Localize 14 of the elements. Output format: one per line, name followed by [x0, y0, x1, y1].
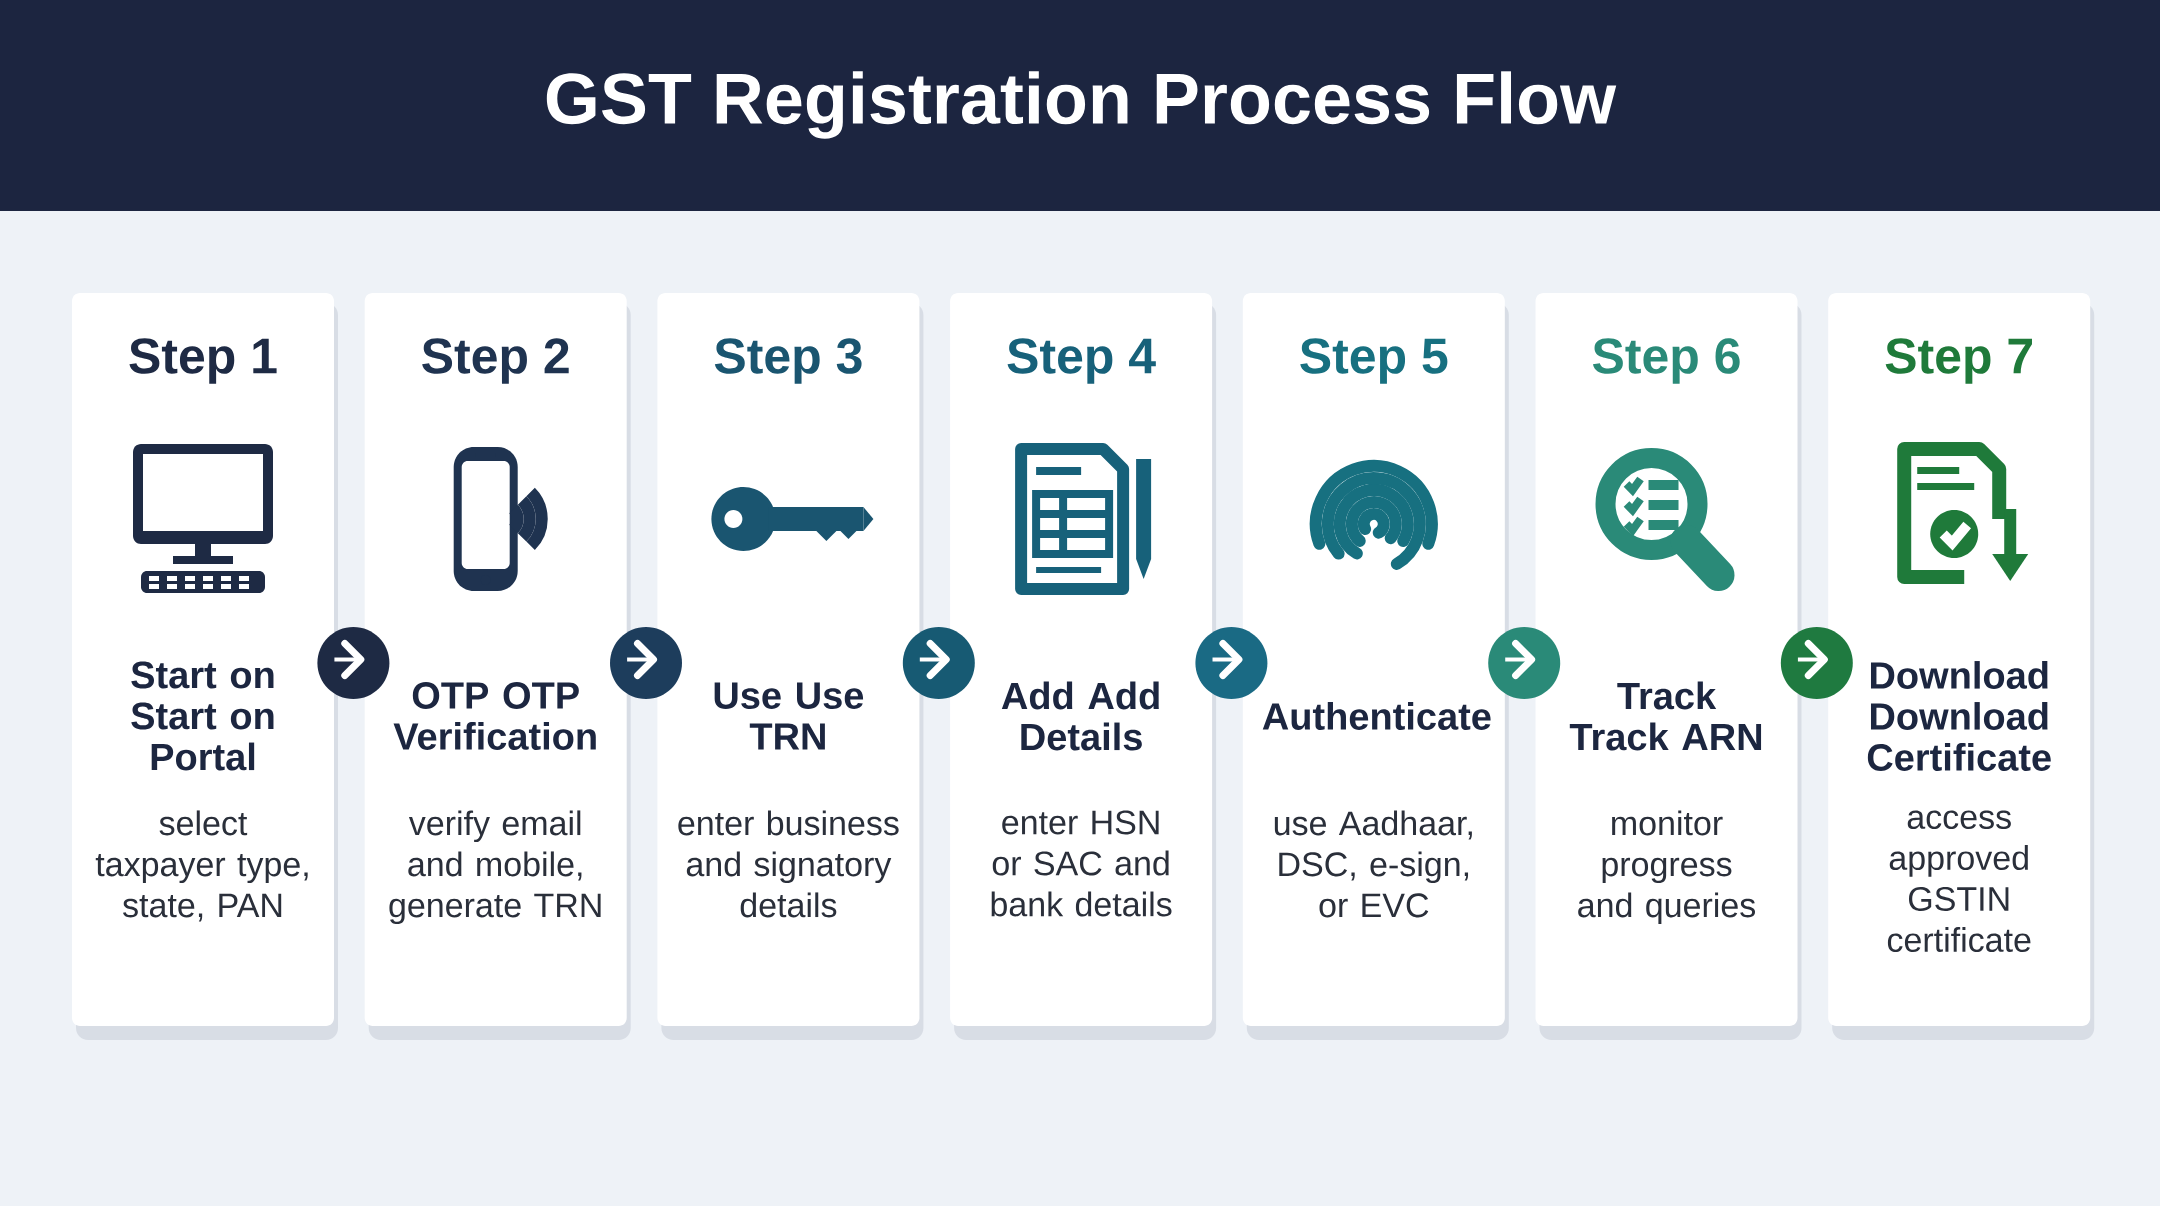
step-card: Step 6 Track Track ARN monitor progress and queries — [1535, 293, 1802, 1040]
step-card: Step 2 OTP OTP Verification verify email and mobile, generate TRN — [364, 293, 631, 1040]
step-card: Step 7 Download Download Certificate access approved GSTIN certificate — [1828, 293, 2095, 1040]
step-card: Step 4 Add Add Details enter HSN or SAC and bank details — [950, 293, 1217, 1040]
chevron-arrow — [610, 627, 682, 699]
chevron-arrow — [317, 627, 390, 699]
step-card: Step 3 Use Use TRN enter business and signatory details — [657, 293, 924, 1040]
title: GST Registration Process Flow — [546, 71, 1617, 139]
chevron-arrow — [1780, 627, 1853, 699]
chevron-arrow — [1195, 627, 1268, 699]
chevron-arrow — [1488, 627, 1561, 699]
step-card: Step 5 Authenticate use Aadhaar, DSC, e-sign, or EVC — [1242, 293, 1509, 1040]
step-card: Step 1 Start on Start on Portal select taxpayer type, state, PAN — [72, 293, 338, 1040]
chevron-arrow — [902, 627, 975, 699]
